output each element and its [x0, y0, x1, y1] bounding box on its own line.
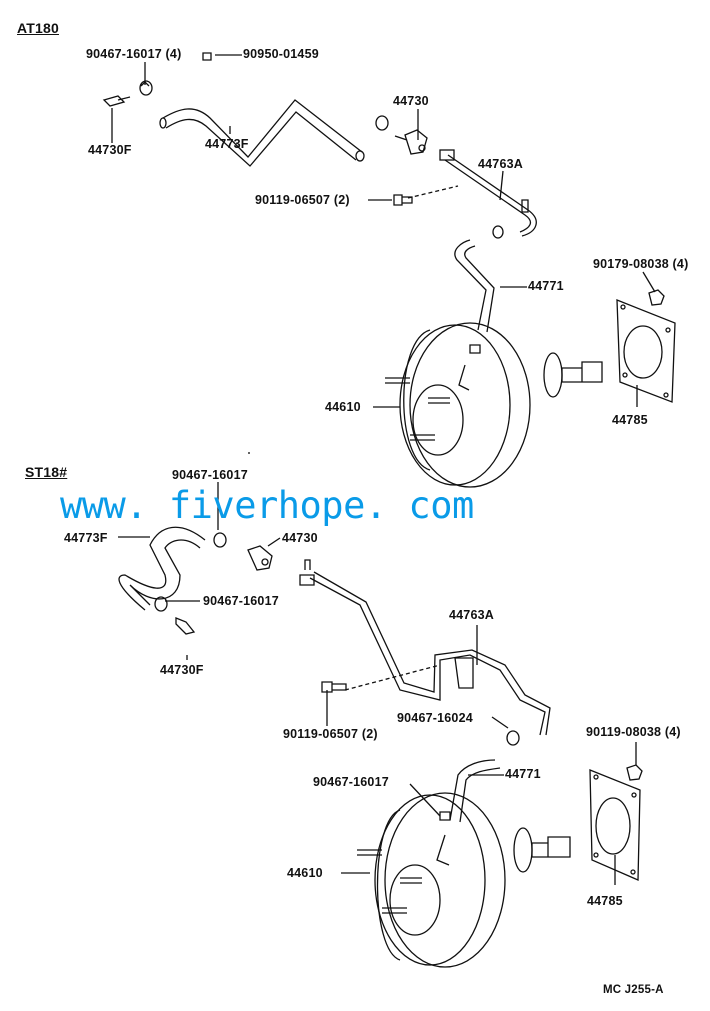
part-label: 44771: [528, 279, 564, 293]
top-brake-booster: [385, 322, 603, 488]
bottom-clamp-top: [213, 532, 227, 548]
section-title-st18: ST18#: [25, 464, 68, 480]
part-label: 44771: [505, 767, 541, 781]
part-label: 44730F: [160, 663, 204, 677]
part-label: 90119-08038 (4): [586, 725, 681, 739]
bottom-check-valve-44730: [247, 545, 273, 571]
top-bolt-small: [202, 52, 212, 61]
top-nut: [648, 289, 665, 306]
watermark: www. fiverhope. com: [60, 484, 474, 527]
part-label: 44730F: [88, 143, 132, 157]
part-label: 44785: [612, 413, 648, 427]
bottom-hose-44771: [449, 759, 501, 823]
section-title-at180: AT180: [17, 20, 59, 36]
part-label: 90467-16017: [203, 594, 279, 608]
part-label: 44763A: [478, 157, 523, 171]
bottom-gasket: [589, 769, 641, 881]
top-clamp: [139, 80, 153, 96]
part-label: 90467-16017 (4): [86, 47, 182, 61]
bottom-nut: [626, 764, 643, 781]
part-label: 44763A: [449, 608, 494, 622]
bottom-brake-booster: [357, 792, 571, 968]
part-label: 90119-06507 (2): [283, 727, 378, 741]
diagram-code: MC J255-A: [603, 984, 664, 996]
bottom-hose-44773F: [118, 526, 206, 611]
bottom-connector-44730F: [175, 617, 196, 635]
top-hose-44771: [454, 239, 495, 333]
top-pipe-44763A: [439, 149, 537, 239]
part-label: 90467-16024: [397, 711, 473, 725]
part-label: 90467-16017: [172, 468, 248, 482]
bottom-bolt: [321, 681, 347, 693]
bottom-clamp-mid: [154, 596, 168, 612]
top-hose-44773F: [159, 99, 365, 167]
part-label: 44610: [325, 400, 361, 414]
top-check-valve-44730: [394, 129, 428, 155]
top-bolt: [393, 194, 413, 206]
bottom-leader-lines: [118, 482, 637, 885]
part-label: 44773F: [64, 531, 108, 545]
part-label: 44773F: [205, 137, 249, 151]
top-clamp-valve: [375, 115, 389, 131]
part-label: 90950-01459: [243, 47, 319, 61]
part-label: 90119-06507 (2): [255, 193, 350, 207]
top-leader-lines: [111, 54, 656, 408]
part-label: 44610: [287, 866, 323, 880]
part-label: 90179-08038 (4): [593, 257, 689, 271]
part-label: 44730: [393, 94, 429, 108]
part-label: 44730: [282, 531, 318, 545]
bottom-pipe-44763A: [299, 559, 551, 736]
top-connector-44730F: [102, 95, 131, 107]
bottom-clamp-pipe: [506, 730, 520, 746]
part-label: 44785: [587, 894, 623, 908]
part-label: 90467-16017: [313, 775, 389, 789]
top-gasket: [616, 299, 676, 403]
